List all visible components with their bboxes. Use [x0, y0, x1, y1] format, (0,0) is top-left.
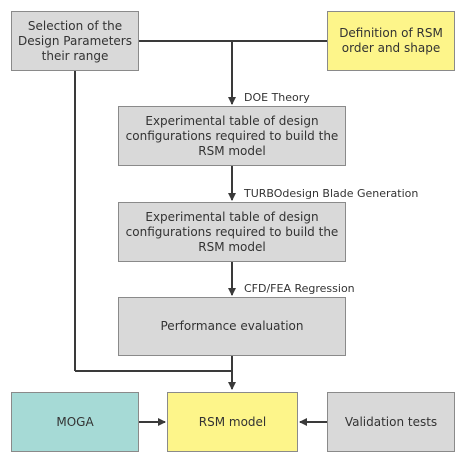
doe-theory-label: DOE Theory — [244, 91, 310, 104]
moga-text: MOGA — [56, 414, 94, 429]
rsm-definition-box: Definition of RSM order and shape — [327, 11, 455, 71]
turbodesign-label: TURBOdesign Blade Generation — [244, 187, 419, 200]
rsm-model-text: RSM model — [198, 414, 267, 429]
performance-evaluation-box: Performance evaluation — [118, 297, 346, 356]
experimental-table-box-1: Experimental table of design configurati… — [118, 106, 346, 166]
performance-evaluation-text: Performance evaluation — [160, 319, 304, 333]
validation-tests-text: Validation tests — [344, 414, 438, 429]
rsm-definition-text: Definition of RSM order and shape — [339, 26, 443, 55]
rsm-model-box: RSM model — [167, 392, 298, 452]
validation-tests-box: Validation tests — [327, 392, 455, 452]
selection-of-design-parameters-box: Selection of the Design Parameters their… — [11, 11, 139, 71]
experimental-table-box-2: Experimental table of design configurati… — [118, 202, 346, 262]
cfd-fea-regression-label: CFD/FEA Regression — [244, 282, 355, 295]
selection-of-design-parameters-text: Selection of the Design Parameters their… — [18, 18, 132, 63]
experimental-table-text-2: Experimental table of design configurati… — [125, 209, 339, 254]
experimental-table-text-1: Experimental table of design configurati… — [125, 113, 339, 158]
moga-box: MOGA — [11, 392, 139, 452]
